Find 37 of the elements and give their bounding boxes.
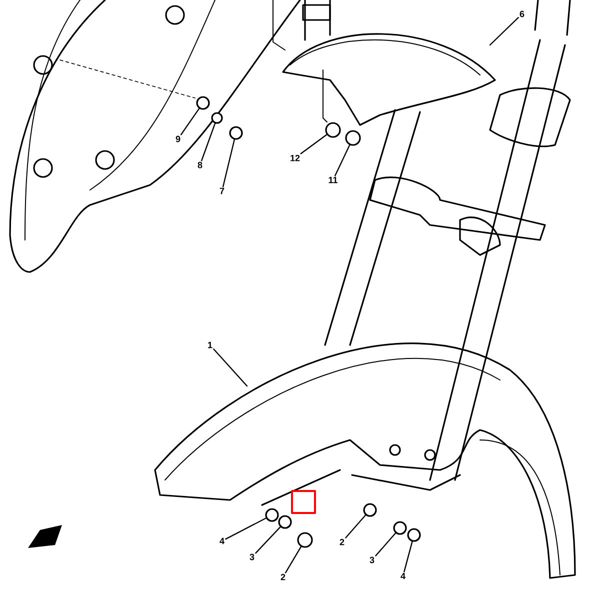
callout-number: 1 bbox=[208, 342, 212, 348]
washer bbox=[265, 508, 279, 522]
leader-line bbox=[489, 17, 519, 46]
leader-line bbox=[345, 514, 366, 538]
leader-line bbox=[180, 108, 200, 136]
washer bbox=[196, 96, 210, 110]
callout-number: 7 bbox=[220, 188, 224, 194]
leader-line bbox=[222, 139, 235, 188]
leader-line bbox=[300, 134, 328, 154]
leader-line bbox=[225, 518, 267, 540]
leader-line bbox=[375, 532, 396, 556]
leader-line bbox=[284, 546, 302, 574]
washer bbox=[363, 503, 377, 517]
callout-number: 2 bbox=[280, 574, 286, 580]
washer bbox=[229, 126, 243, 140]
callout-number: 12 bbox=[290, 154, 300, 162]
washer bbox=[297, 532, 313, 548]
washer bbox=[345, 130, 361, 146]
callout-number: 6 bbox=[520, 10, 524, 18]
callout-number: 4 bbox=[220, 538, 224, 544]
leader-line bbox=[255, 526, 281, 554]
leader-line bbox=[334, 144, 350, 176]
callout-number: 8 bbox=[198, 162, 202, 168]
leader-line bbox=[404, 540, 413, 572]
callout-number: 4 bbox=[400, 572, 406, 580]
callout-number: 2 bbox=[340, 538, 344, 546]
washer bbox=[407, 528, 421, 542]
washer bbox=[278, 515, 292, 529]
callout-number: 11 bbox=[328, 176, 338, 184]
washer bbox=[325, 122, 341, 138]
callout-number: 9 bbox=[176, 136, 180, 142]
leader-line bbox=[201, 122, 216, 162]
washer bbox=[393, 521, 407, 535]
callout-number: 3 bbox=[370, 556, 374, 564]
leader-line bbox=[213, 348, 248, 387]
callout-number: 3 bbox=[250, 554, 254, 560]
washer bbox=[211, 112, 223, 124]
